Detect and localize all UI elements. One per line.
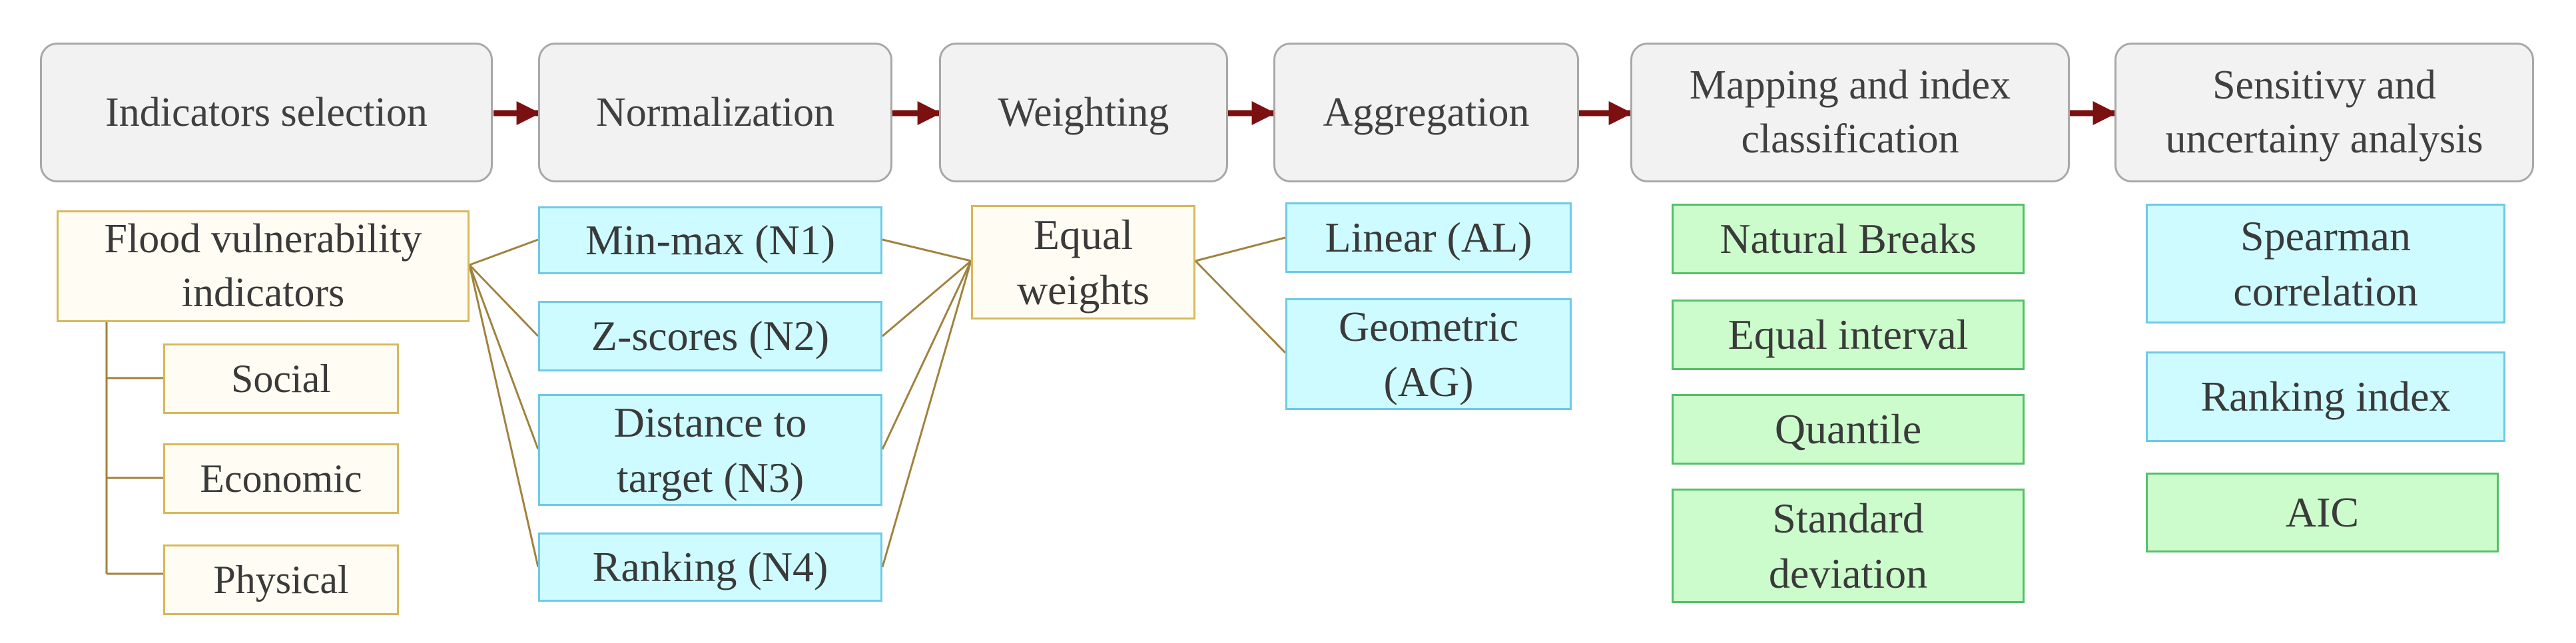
stage-mapping-classification: Mapping and index classification xyxy=(1630,43,2070,182)
method-label: AIC xyxy=(2285,489,2360,536)
method-label: Geometric (AG) xyxy=(1338,302,1519,405)
stage-label: Mapping and index classification xyxy=(1689,63,2011,162)
stage-label: Sensitivy and uncertainy analysis xyxy=(2165,63,2483,162)
link-ind-n3 xyxy=(468,264,539,450)
method-equal-interval: Equal interval xyxy=(1672,300,2025,370)
method-label: Natural Breaks xyxy=(1720,215,1977,263)
method-quantile: Quantile xyxy=(1672,394,2025,465)
method-label: Ranking (N4) xyxy=(592,543,828,591)
stage-label: Aggregation xyxy=(1323,89,1530,135)
indicator-sub-label: Social xyxy=(231,357,331,401)
link-ind-n1 xyxy=(469,238,539,266)
method-label: Min-max (N1) xyxy=(585,216,836,264)
method-geometric: Geometric (AG) xyxy=(1285,298,1572,410)
link-w-al xyxy=(1195,236,1286,262)
indicator-economic: Economic xyxy=(163,443,399,514)
indicator-social: Social xyxy=(163,343,399,414)
stage-sensitivity-uncertainty: Sensitivy and uncertainy analysis xyxy=(2114,43,2534,182)
method-label: Standard deviation xyxy=(1768,494,1928,597)
indicator-sub-label: Physical xyxy=(213,558,349,602)
method-natural-breaks: Natural Breaks xyxy=(1672,204,2025,274)
method-standard-deviation: Standard deviation xyxy=(1672,489,2025,603)
method-spearman-correlation: Spearman correlation xyxy=(2146,204,2505,323)
link-n2-w xyxy=(882,260,972,337)
method-ranking: Ranking (N4) xyxy=(538,533,882,602)
stage-label: Weighting xyxy=(998,89,1169,135)
stage-aggregation: Aggregation xyxy=(1273,43,1579,182)
link-n3-w xyxy=(881,260,972,450)
link-w-ag xyxy=(1194,260,1287,354)
link-n1-w xyxy=(882,238,972,262)
indicator-main-label: Flood vulnerability indicators xyxy=(104,216,422,316)
indicator-sub-label: Economic xyxy=(200,457,362,501)
method-linear: Linear (AL) xyxy=(1285,202,1572,273)
stage-weighting: Weighting xyxy=(939,43,1228,182)
method-aic: AIC xyxy=(2146,473,2499,552)
method-label: Distance to target (N3) xyxy=(613,398,807,501)
method-min-max: Min-max (N1) xyxy=(538,206,882,274)
method-label: Z-scores (N2) xyxy=(591,312,830,360)
stage-normalization: Normalization xyxy=(538,43,892,182)
method-label: Linear (AL) xyxy=(1325,214,1532,262)
link-n4-w xyxy=(881,260,972,568)
method-z-scores: Z-scores (N2) xyxy=(538,301,882,371)
stage-label: Normalization xyxy=(595,89,835,135)
link-ind-n4 xyxy=(468,264,539,568)
method-label: Equal interval xyxy=(1728,311,1969,359)
stage-label: Indicators selection xyxy=(105,89,428,135)
method-ranking-index: Ranking index xyxy=(2146,351,2505,442)
method-label: Ranking index xyxy=(2200,373,2451,421)
link-ind-n2 xyxy=(468,264,539,337)
method-label: Equal weights xyxy=(1016,210,1150,314)
method-equal-weights: Equal weights xyxy=(971,205,1195,320)
method-label: Quantile xyxy=(1774,405,1922,453)
method-label: Spearman correlation xyxy=(2233,212,2418,315)
method-distance-to-target: Distance to target (N3) xyxy=(538,394,882,506)
stage-indicators-selection: Indicators selection xyxy=(40,43,493,182)
indicator-physical: Physical xyxy=(163,544,399,615)
flood-vulnerability-indicators: Flood vulnerability indicators xyxy=(57,210,470,322)
